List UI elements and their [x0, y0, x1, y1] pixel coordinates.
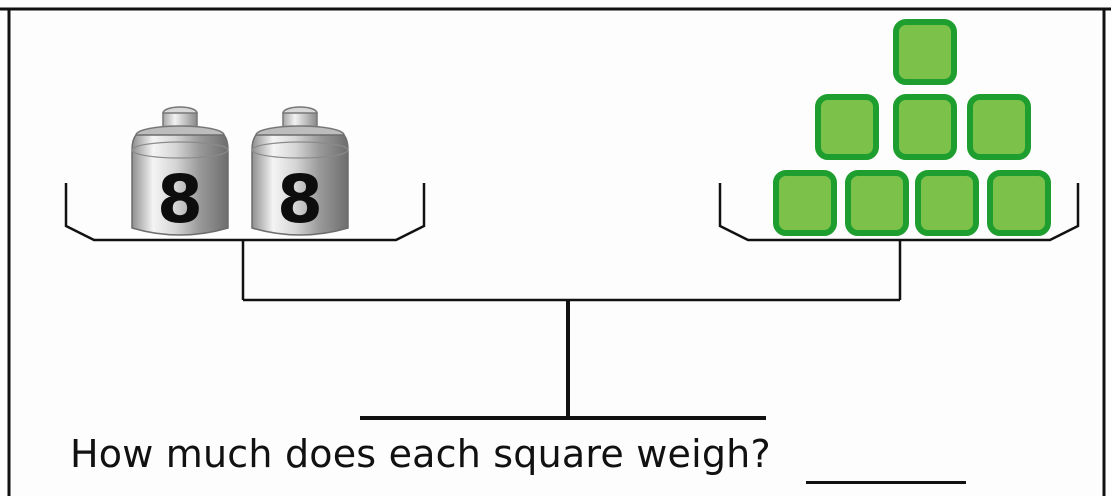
left-pan — [64, 183, 426, 242]
weight-2-label: 8 — [277, 161, 323, 238]
weight-1-label: 8 — [157, 161, 203, 238]
square — [967, 94, 1031, 160]
answer-blank[interactable] — [806, 481, 966, 484]
square — [893, 19, 957, 85]
weight-1: 8 — [131, 106, 229, 238]
square — [893, 94, 957, 160]
square — [773, 170, 837, 236]
question-text: How much does each square weigh? — [70, 432, 771, 476]
square-pyramid — [773, 19, 1051, 236]
square — [915, 170, 979, 236]
square — [845, 170, 909, 236]
square — [987, 170, 1051, 236]
square — [815, 94, 879, 160]
weight-2: 8 — [251, 106, 349, 238]
